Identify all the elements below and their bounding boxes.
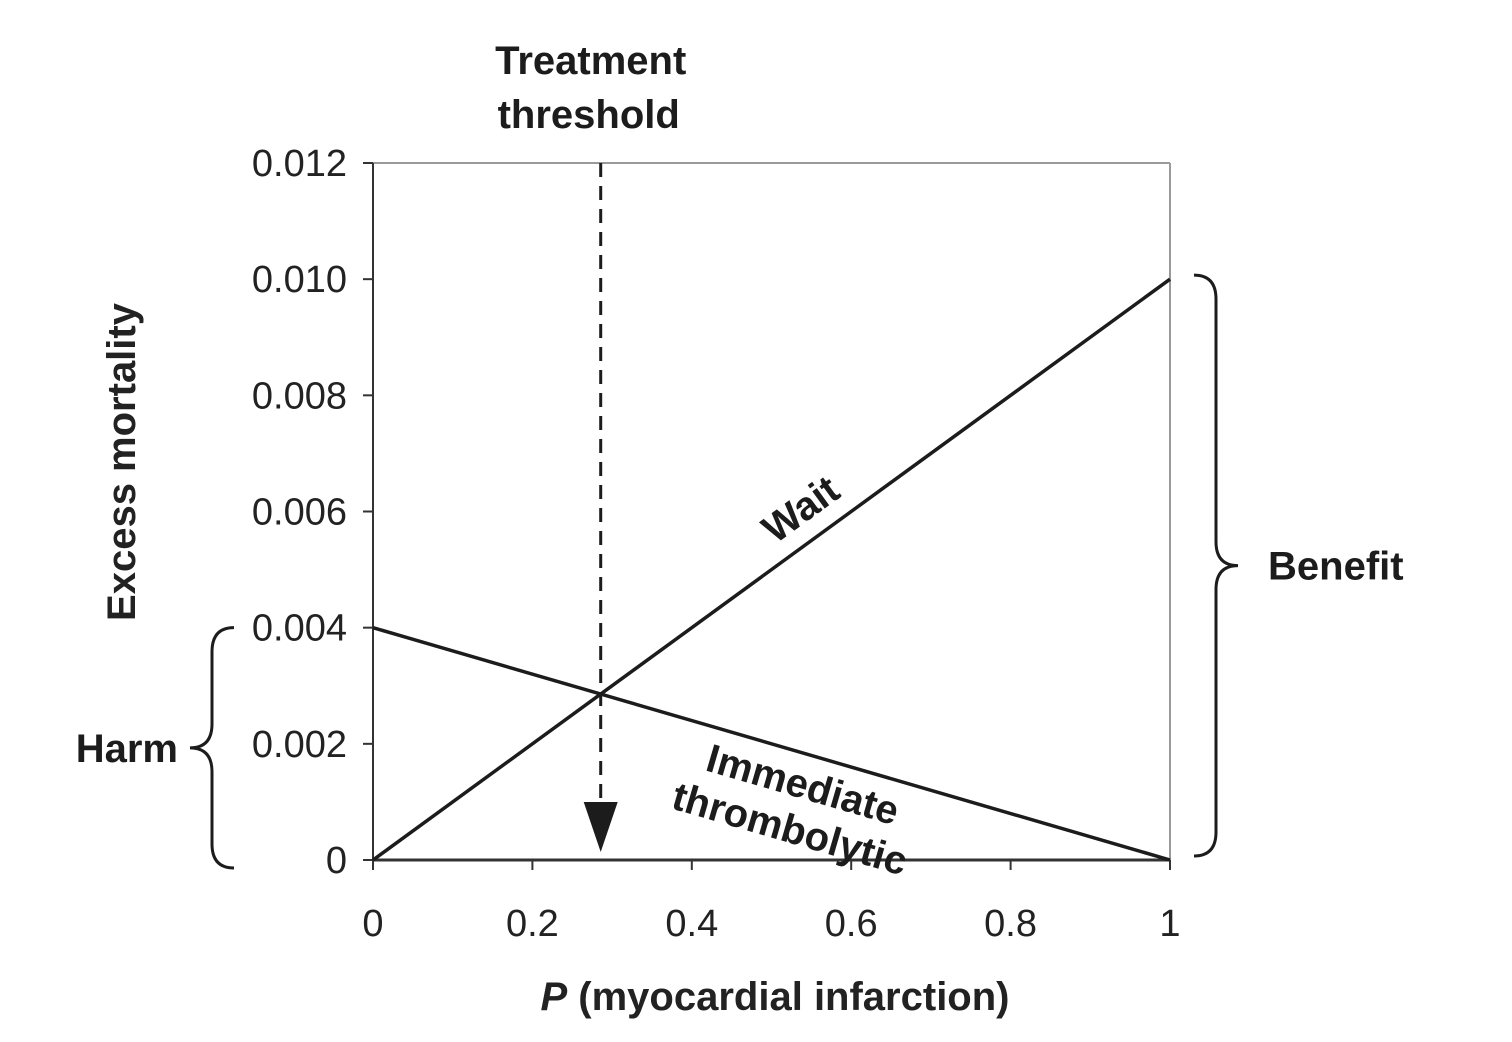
x-tick-label: 0 (362, 903, 383, 945)
y-tick-label: 0.008 (252, 375, 347, 417)
y-tick-label: 0 (326, 840, 347, 882)
x-axis-label-variable: P (540, 975, 567, 1019)
y-ticks: 0 0.002 0.004 0.006 0.008 0.010 0.012 (252, 143, 373, 882)
series-immediate-line (372, 625, 1171, 862)
harm-label: Harm (76, 727, 178, 771)
benefit-label: Benefit (1268, 545, 1404, 589)
y-tick-label: 0.006 (252, 492, 347, 534)
x-axis-label: P (myocardial infarction) (540, 975, 1009, 1019)
y-tick-label: 0.004 (252, 608, 347, 650)
x-tick-label: 0.8 (984, 903, 1037, 945)
y-tick-label: 0.012 (252, 143, 347, 185)
y-tick-label: 0.010 (252, 259, 347, 301)
threshold-label-line-1: Treatment (495, 39, 686, 83)
series-label-wait: Wait (755, 467, 848, 551)
y-axis-label: Excess mortality (100, 302, 144, 621)
x-tick-label: 0.2 (506, 903, 559, 945)
harm-brace (189, 626, 235, 870)
threshold-label-line-2: threshold (498, 93, 680, 137)
x-tick-label: 0.4 (665, 903, 718, 945)
benefit-brace (1193, 273, 1239, 858)
threshold-arrowhead (583, 802, 618, 852)
x-tick-label: 1 (1159, 903, 1180, 945)
series-wait-line (371, 277, 1172, 862)
x-tick-label: 0.6 (825, 903, 878, 945)
x-ticks: 0 0.2 0.4 0.6 0.8 1 (362, 860, 1181, 945)
x-axis-label-text: (myocardial infarction) (578, 975, 1009, 1019)
y-tick-label: 0.002 (252, 724, 347, 766)
